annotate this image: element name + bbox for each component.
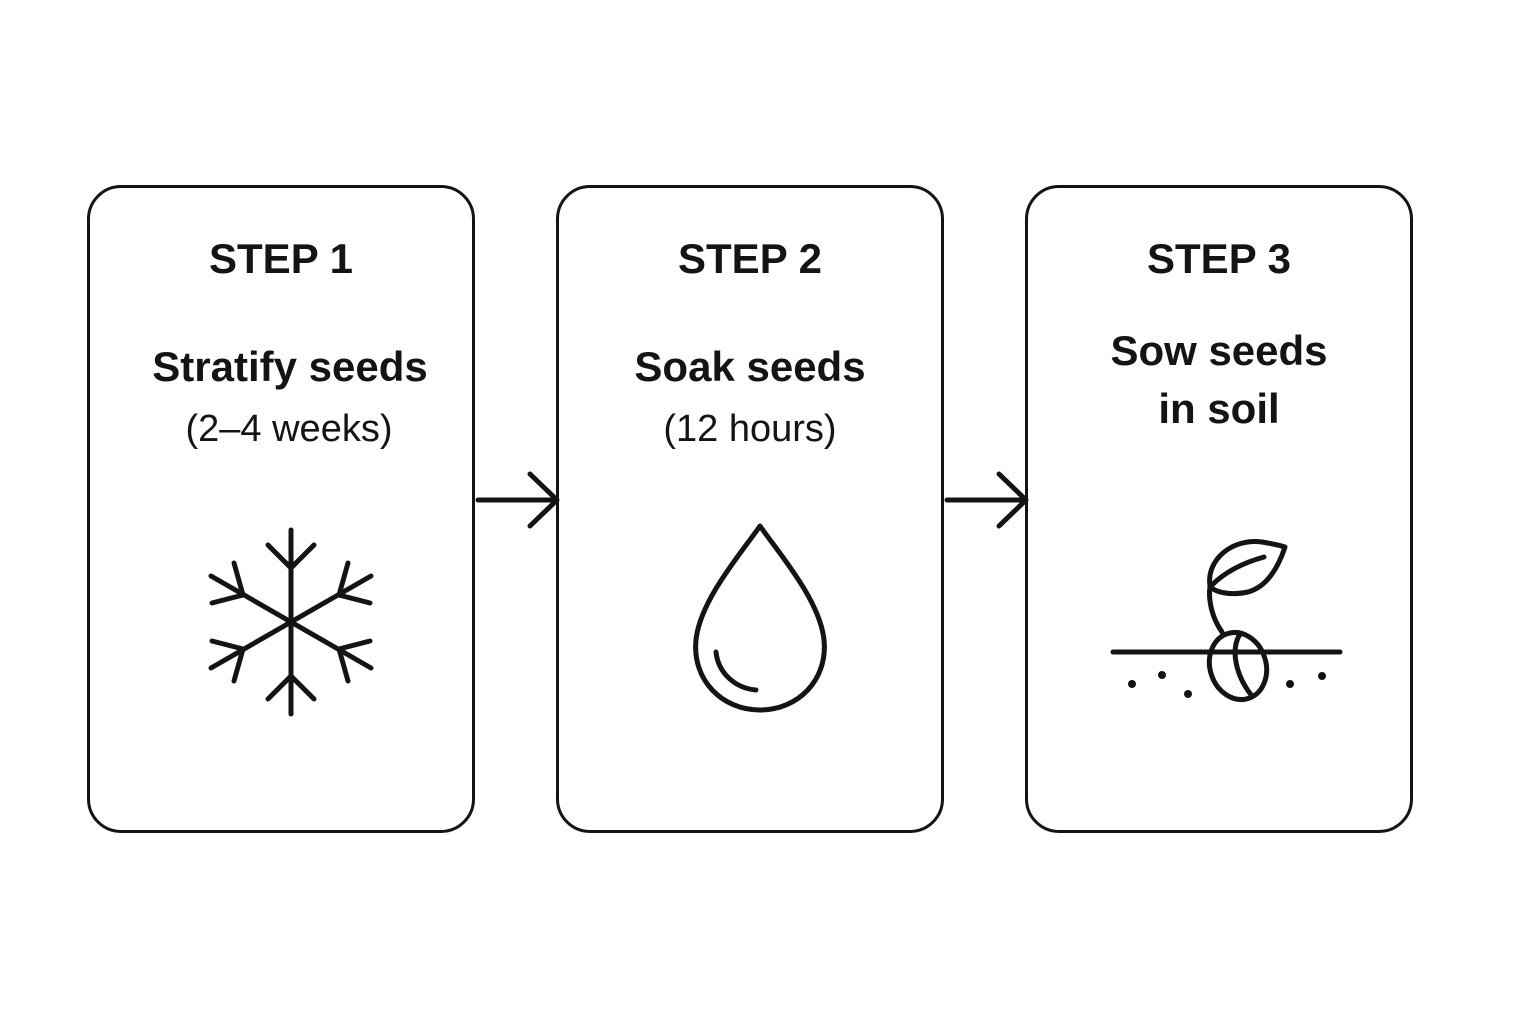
step-3-title-line: Sow seeds — [1110, 327, 1328, 374]
arrow-1-to-2-icon — [475, 471, 560, 529]
step-3-card: STEP 3 Sow seeds in soil — [1025, 185, 1413, 833]
step-3-label: STEP 3 — [1147, 235, 1291, 282]
step-3-title-line: in soil — [1158, 385, 1280, 432]
arrow-2-to-3-icon — [944, 471, 1029, 529]
step-1-card: STEP 1 Stratify seeds (2–4 weeks) — [87, 185, 475, 833]
step-2-label: STEP 2 — [678, 235, 822, 282]
step-1-label: STEP 1 — [209, 235, 353, 282]
step-3-title: Sow seeds in soil — [1028, 322, 1410, 438]
step-2-duration: (12 hours) — [663, 408, 837, 450]
step-2-card: STEP 2 Soak seeds (12 hours) — [556, 185, 944, 833]
step-1-title: Stratify seeds — [152, 343, 428, 390]
step-2-title: Soak seeds — [634, 343, 866, 390]
step-1-duration: (2–4 weeks) — [185, 408, 393, 450]
